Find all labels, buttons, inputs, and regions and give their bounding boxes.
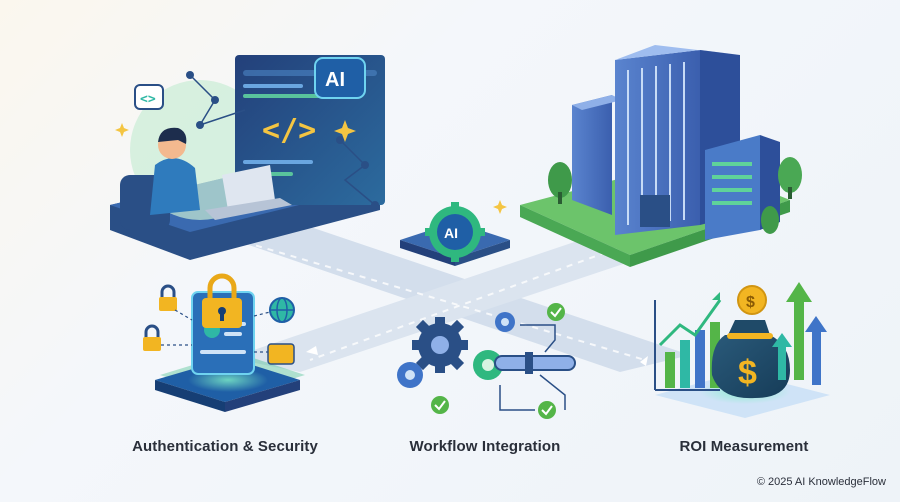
caption-roi-measurement: ROI Measurement <box>679 438 809 455</box>
ai-badge: AI <box>325 69 345 91</box>
code-glyph: </> <box>262 113 316 148</box>
gear-icon <box>412 317 468 373</box>
copyright-notice: © 2025 AI KnowledgeFlow <box>756 476 886 488</box>
coin-sign: $ <box>746 294 755 311</box>
auth-security-illustration <box>143 273 305 412</box>
workflow-integration-illustration <box>397 303 576 419</box>
roi-measurement-illustration: $ $ <box>654 282 830 418</box>
ai-hub: AI <box>400 200 510 266</box>
developer-workstation: </> AI <> <box>110 55 385 260</box>
connection-paths <box>205 215 690 372</box>
code-bubble: <> <box>140 92 156 107</box>
lock-icon <box>207 273 237 300</box>
hub-ai-badge: AI <box>444 225 458 241</box>
caption-workflow-integration: Workflow Integration <box>409 438 561 455</box>
coin-icon: $ <box>737 285 767 315</box>
check-icons <box>431 303 565 419</box>
growth-arrows <box>772 282 827 385</box>
money-sign: $ <box>738 354 757 392</box>
small-lock-icons <box>143 284 177 351</box>
caption-authentication-security: Authentication & Security <box>132 438 318 455</box>
money-bag-icon: $ <box>711 320 790 399</box>
corporate-buildings <box>520 45 802 267</box>
